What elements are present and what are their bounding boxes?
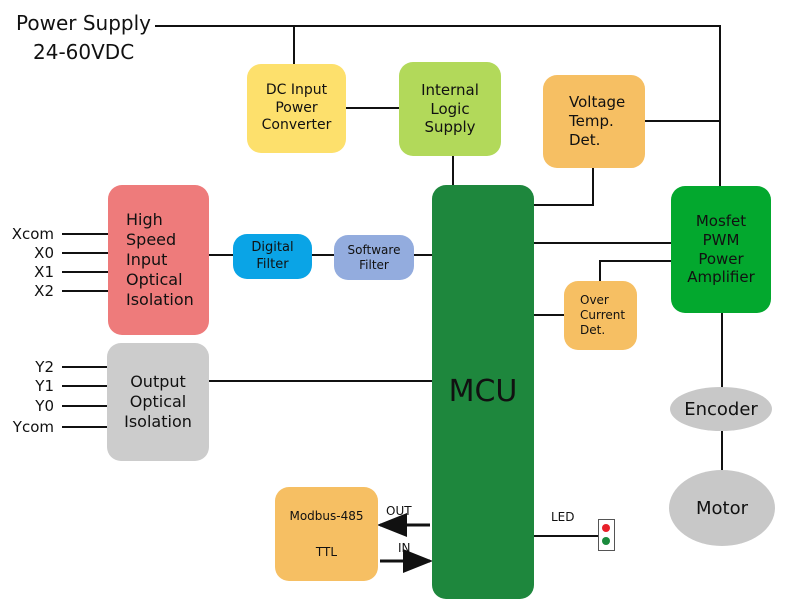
digital-filter-block: Digital Filter	[233, 234, 312, 279]
output-pin-ycom: Ycom	[12, 418, 54, 436]
input-pin-x0: X0	[34, 244, 54, 262]
mosfet-label: Mosfet PWM Power Amplifier	[687, 212, 755, 287]
software-filter-block: Software Filter	[334, 235, 414, 280]
mosfet-to-overcurrent-wire	[599, 260, 672, 282]
internal-logic-supply-block: Internal Logic Supply	[399, 62, 501, 156]
mosfet-pwm-amplifier-block: Mosfet PWM Power Amplifier	[671, 186, 771, 313]
in-signal-label: IN	[398, 541, 411, 555]
motor-label: Motor	[695, 497, 748, 519]
output-pin-y1: Y1	[35, 377, 54, 395]
software-filter-label: Software Filter	[347, 242, 401, 272]
input-pin-x1: X1	[34, 263, 54, 281]
green-led-icon	[602, 537, 610, 545]
modbus-label: Modbus-485	[289, 509, 364, 523]
input-pin-x2: X2	[34, 282, 54, 300]
voltage-det-label: Voltage Temp. Det.	[569, 93, 626, 149]
dc-converter-label: DC Input Power Converter	[261, 82, 332, 134]
input-pin-xcom: Xcom	[11, 225, 54, 243]
mcu-label: MCU	[448, 374, 518, 410]
out-signal-label: OUT	[386, 504, 412, 518]
high-speed-input-label: High Speed Input Optical Isolation	[126, 210, 194, 309]
encoder-ellipse: Encoder	[670, 387, 772, 431]
output-optical-isolation-block: Output Optical Isolation	[107, 343, 209, 461]
over-current-det-block: Over Current Det.	[564, 281, 637, 350]
power-supply-title: Power Supply	[16, 11, 151, 35]
led-indicator	[598, 519, 615, 551]
ttl-label: TTL	[315, 545, 338, 559]
modbus-485-ttl-block: Modbus-485 TTL	[275, 487, 378, 581]
power-supply-voltage: 24-60VDC	[33, 40, 135, 64]
over-current-label: Over Current Det.	[580, 293, 626, 337]
output-isolation-label: Output Optical Isolation	[124, 372, 192, 431]
output-pin-y2: Y2	[35, 358, 54, 376]
dc-input-power-converter-block: DC Input Power Converter	[247, 64, 346, 153]
high-speed-input-isolation-block: High Speed Input Optical Isolation	[108, 185, 209, 335]
led-label: LED	[551, 510, 575, 524]
red-led-icon	[602, 524, 610, 532]
mcu-block: MCU	[432, 185, 534, 599]
digital-filter-label: Digital Filter	[251, 240, 294, 272]
encoder-label: Encoder	[684, 398, 758, 420]
output-pin-y0: Y0	[35, 397, 54, 415]
voltage-temp-det-block: Voltage Temp. Det.	[543, 75, 645, 168]
motor-ellipse: Motor	[669, 470, 775, 546]
power-bus-wire	[155, 25, 721, 188]
logic-supply-label: Internal Logic Supply	[421, 80, 479, 137]
voltage-to-mcu-wire	[534, 168, 594, 206]
